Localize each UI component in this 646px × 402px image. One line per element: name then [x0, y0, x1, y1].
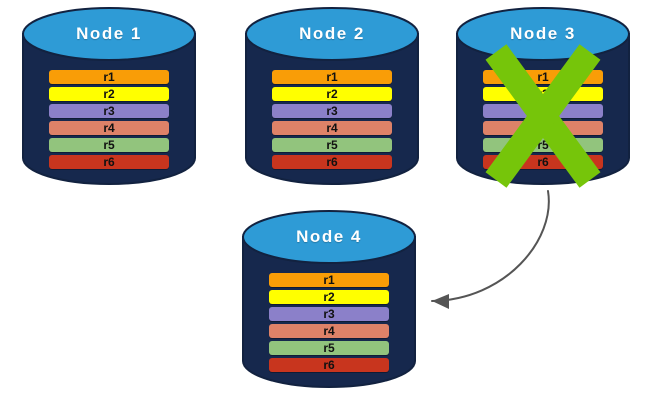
node-rows: r1 r2 r3 r4 r5 r6 — [22, 70, 196, 169]
data-row-r3[interactable]: r3 — [269, 307, 389, 321]
node-rows: r1 r2 r3 r4 r5 r6 — [242, 273, 416, 372]
data-row-r6[interactable]: r6 — [272, 155, 392, 169]
data-row-label: r6 — [323, 358, 335, 372]
data-row-r2[interactable]: r2 — [49, 87, 169, 101]
data-row-r5[interactable]: r5 — [49, 138, 169, 152]
data-row-label: r6 — [103, 155, 115, 169]
data-row-label: r4 — [326, 121, 338, 135]
data-row-label: r4 — [537, 121, 549, 135]
data-row-r1[interactable]: r1 — [272, 70, 392, 84]
data-row-r5[interactable]: r5 — [269, 341, 389, 355]
data-row-label: r6 — [537, 155, 549, 169]
data-row-r1[interactable]: r1 — [483, 70, 603, 84]
data-row-r2[interactable]: r2 — [269, 290, 389, 304]
data-row-label: r3 — [103, 104, 115, 118]
cylinder-top-ellipse — [245, 7, 419, 61]
data-row-r3[interactable]: r3 — [483, 104, 603, 118]
data-row-label: r3 — [326, 104, 338, 118]
data-row-label: r5 — [537, 138, 549, 152]
data-row-r2[interactable]: r2 — [272, 87, 392, 101]
data-row-r6[interactable]: r6 — [483, 155, 603, 169]
data-row-r6[interactable]: r6 — [269, 358, 389, 372]
data-row-r4[interactable]: r4 — [483, 121, 603, 135]
data-row-label: r6 — [326, 155, 338, 169]
data-row-label: r2 — [103, 87, 115, 101]
failover-arrow-line — [431, 190, 550, 302]
data-row-label: r1 — [103, 70, 115, 84]
data-row-r3[interactable]: r3 — [49, 104, 169, 118]
data-row-label: r3 — [537, 104, 549, 118]
failover-arrow-head — [432, 294, 449, 309]
node-rows: r1 r2 r3 r4 r5 r6 — [456, 70, 630, 169]
data-row-label: r5 — [323, 341, 335, 355]
data-row-label: r1 — [326, 70, 338, 84]
data-row-label: r5 — [103, 138, 115, 152]
data-row-r4[interactable]: r4 — [269, 324, 389, 338]
data-row-r6[interactable]: r6 — [49, 155, 169, 169]
cylinder-top-ellipse — [456, 7, 630, 61]
data-row-label: r4 — [103, 121, 115, 135]
data-row-r1[interactable]: r1 — [269, 273, 389, 287]
data-row-label: r1 — [323, 273, 335, 287]
data-row-label: r2 — [326, 87, 338, 101]
data-row-r5[interactable]: r5 — [272, 138, 392, 152]
data-row-r4[interactable]: r4 — [272, 121, 392, 135]
data-row-r5[interactable]: r5 — [483, 138, 603, 152]
data-row-label: r3 — [323, 307, 335, 321]
data-row-label: r4 — [323, 324, 335, 338]
cylinder-top-ellipse — [242, 210, 416, 264]
data-row-label: r2 — [537, 87, 549, 101]
data-row-r4[interactable]: r4 — [49, 121, 169, 135]
data-row-label: r2 — [323, 290, 335, 304]
node-rows: r1 r2 r3 r4 r5 r6 — [245, 70, 419, 169]
data-row-r1[interactable]: r1 — [49, 70, 169, 84]
data-row-r3[interactable]: r3 — [272, 104, 392, 118]
data-row-r2[interactable]: r2 — [483, 87, 603, 101]
data-row-label: r5 — [326, 138, 338, 152]
cylinder-top-ellipse — [22, 7, 196, 61]
data-row-label: r1 — [537, 70, 549, 84]
